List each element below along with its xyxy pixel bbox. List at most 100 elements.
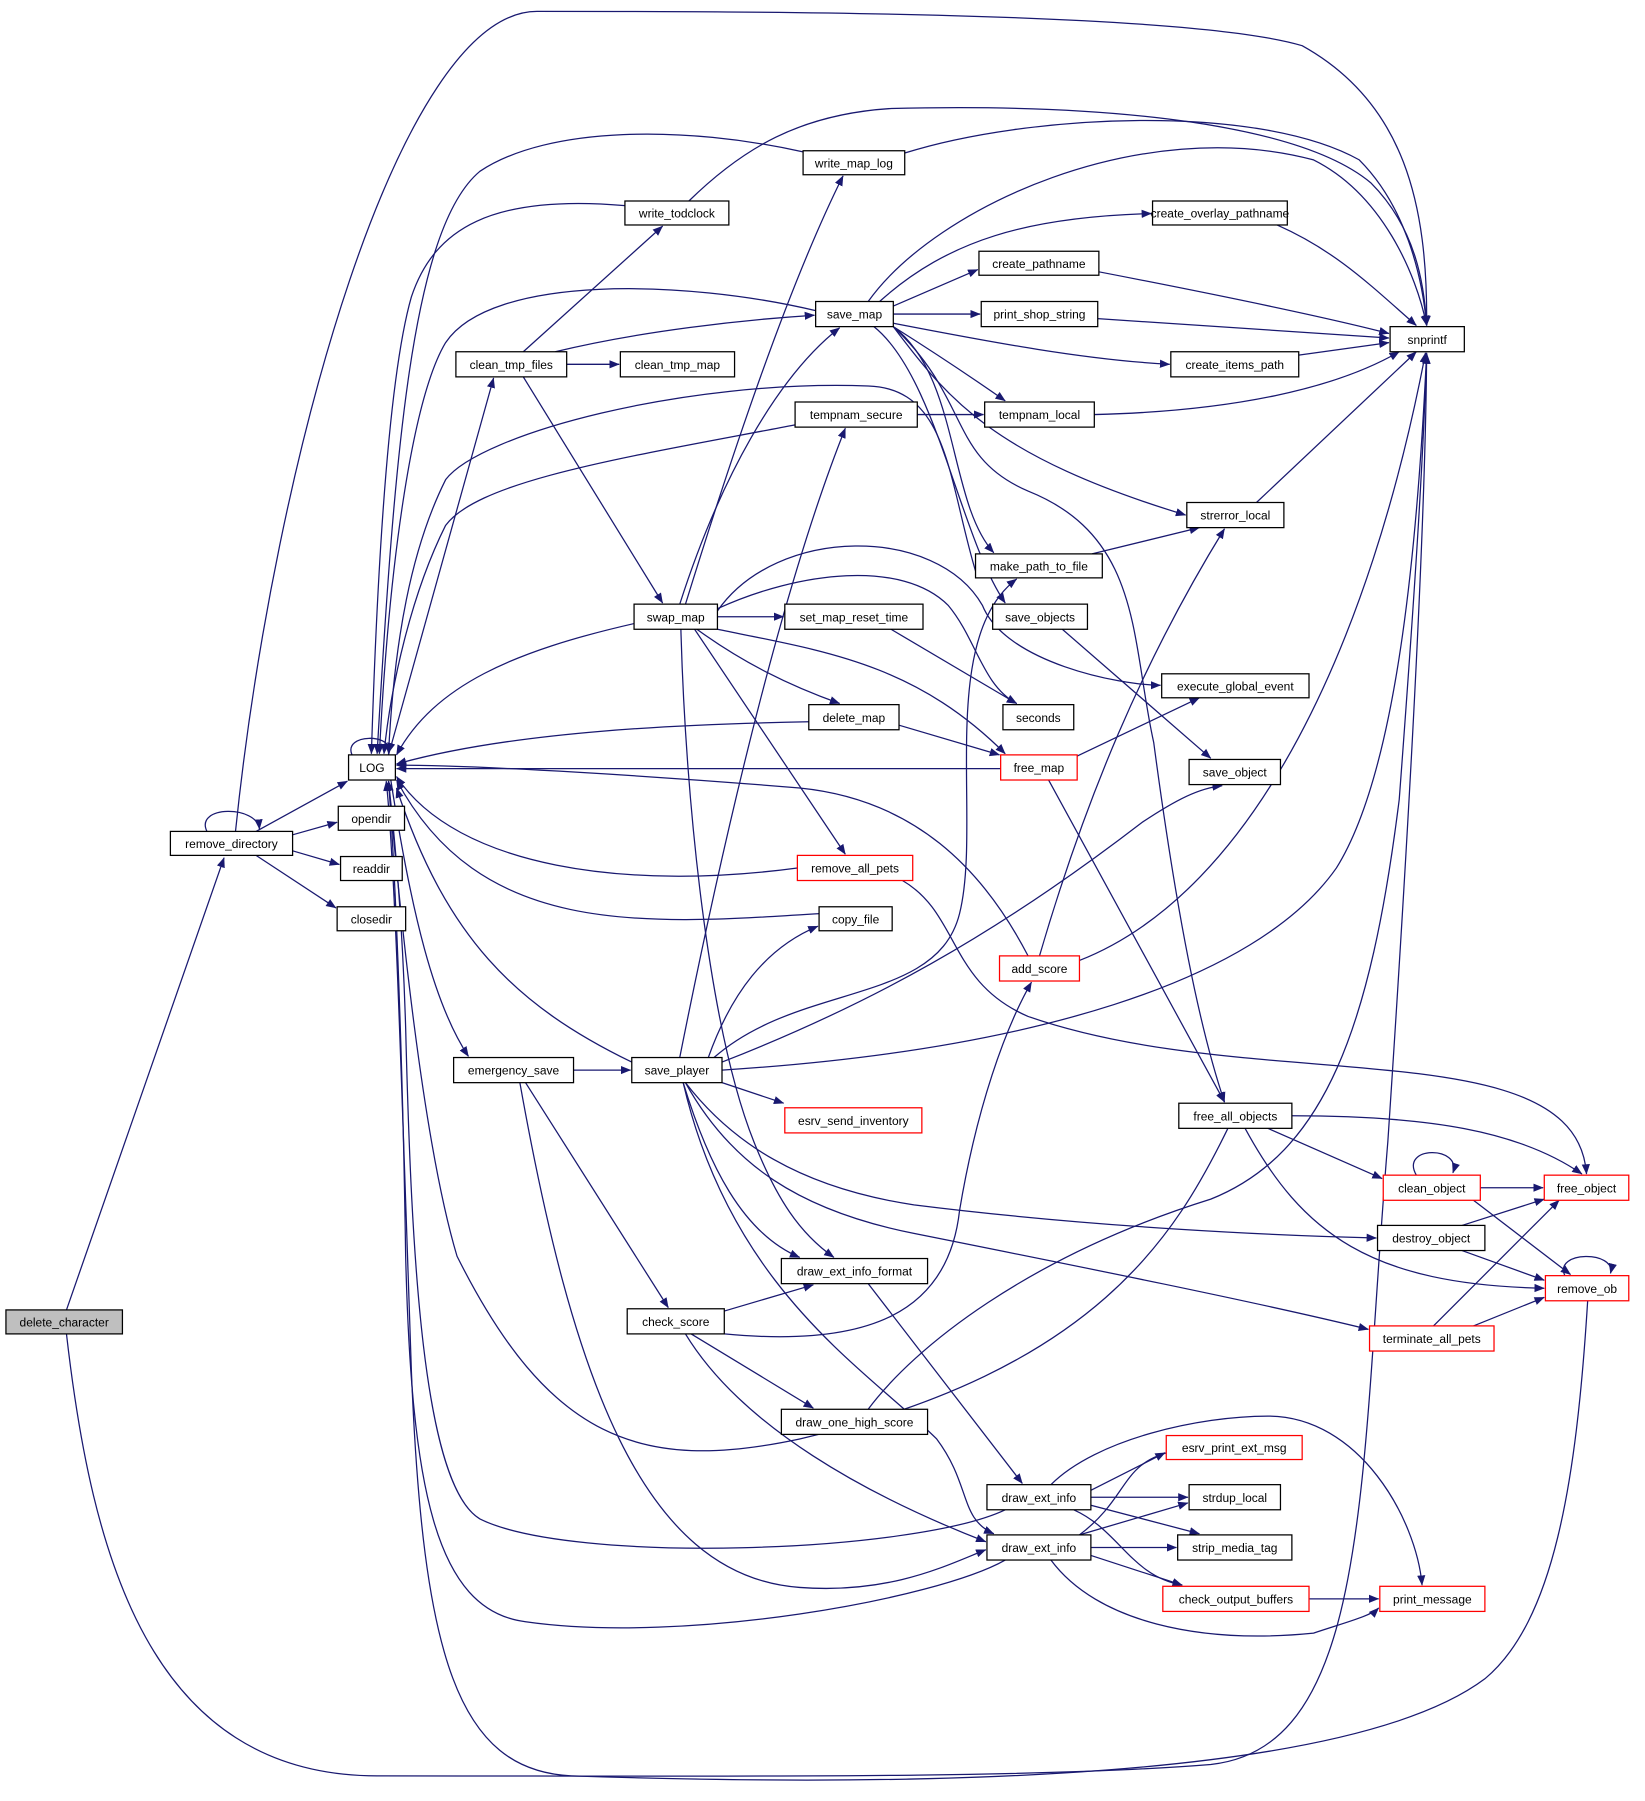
node-label: remove_ob bbox=[1557, 1282, 1617, 1296]
edge-draw-ext-info-a-to-strip-media-tag bbox=[1090, 1504, 1200, 1536]
node-esrv-send-inventory[interactable]: esrv_send_inventory bbox=[784, 1107, 923, 1134]
node-esrv-print-ext-msg[interactable]: esrv_print_ext_msg bbox=[1165, 1434, 1303, 1461]
node-save-player[interactable]: save_player bbox=[631, 1056, 723, 1084]
node-box bbox=[631, 1056, 723, 1084]
node-draw-ext-info-b[interactable]: draw_ext_info bbox=[986, 1534, 1092, 1561]
node-write-map-log[interactable]: write_map_log bbox=[802, 150, 906, 176]
node-strdup-local[interactable]: strdup_local bbox=[1188, 1484, 1282, 1511]
edge-clean-tmp-files-to-swap-map bbox=[522, 376, 664, 604]
node-box bbox=[624, 200, 730, 226]
node-label: add_score bbox=[1012, 962, 1068, 976]
edge-remove-ob-to-remove-ob bbox=[1562, 1255, 1617, 1276]
edge-check-score-to-draw-one-high-score bbox=[690, 1333, 814, 1409]
node-delete-map[interactable]: delete_map bbox=[808, 704, 900, 731]
node-strip-media-tag[interactable]: strip_media_tag bbox=[1177, 1534, 1293, 1561]
node-label: strerror_local bbox=[1200, 509, 1270, 523]
edge-add-score-to-LOG bbox=[396, 761, 1029, 957]
node-label: copy_file bbox=[832, 912, 880, 926]
node-copy-file[interactable]: copy_file bbox=[818, 906, 893, 932]
node-create-items-path[interactable]: create_items_path bbox=[1170, 351, 1300, 378]
edge-save-map-to-create-pathname bbox=[893, 268, 979, 307]
node-box bbox=[1186, 501, 1285, 529]
node-execute-global-event[interactable]: execute_global_event bbox=[1161, 673, 1310, 699]
edge-remove-directory-to-readdir bbox=[292, 850, 340, 866]
node-label: draw_ext_info bbox=[1002, 1541, 1077, 1555]
node-label: clean_tmp_files bbox=[470, 358, 553, 372]
node-create-overlay-pathname[interactable]: create_overlay_pathname bbox=[1151, 200, 1290, 226]
node-add-score[interactable]: add_score bbox=[998, 955, 1081, 982]
node-clean-tmp-map[interactable]: clean_tmp_map bbox=[619, 351, 736, 378]
edge-terminate-all-pets-to-remove-ob bbox=[1473, 1296, 1545, 1327]
node-save-object[interactable]: save_object bbox=[1188, 758, 1282, 786]
node-swap-map[interactable]: swap_map bbox=[633, 603, 719, 630]
node-tempnam-secure[interactable]: tempnam_secure bbox=[794, 401, 918, 428]
node-box bbox=[784, 1107, 923, 1134]
node-remove-all-pets[interactable]: remove_all_pets bbox=[796, 854, 914, 882]
node-remove-directory[interactable]: remove_directory bbox=[169, 830, 294, 857]
edge-save-player-to-save-object bbox=[721, 782, 1223, 1063]
node-label: readdir bbox=[353, 862, 390, 876]
node-tempnam-local[interactable]: tempnam_local bbox=[984, 401, 1095, 428]
node-draw-one-high-score[interactable]: draw_one_high_score bbox=[780, 1408, 929, 1436]
edge-draw-ext-info-b-to-check-output-buffers bbox=[1090, 1554, 1183, 1587]
node-label: write_todclock bbox=[638, 207, 716, 221]
node-terminate-all-pets[interactable]: terminate_all_pets bbox=[1368, 1325, 1495, 1352]
node-box bbox=[780, 1408, 929, 1436]
node-free-object[interactable]: free_object bbox=[1543, 1174, 1630, 1201]
node-set-map-reset-time[interactable]: set_map_reset_time bbox=[784, 603, 924, 630]
node-seconds[interactable]: seconds bbox=[1002, 704, 1075, 731]
node-box bbox=[998, 955, 1081, 982]
node-label: draw_one_high_score bbox=[796, 1415, 914, 1429]
node-destroy-object[interactable]: destroy_object bbox=[1376, 1224, 1486, 1252]
node-label: esrv_print_ext_msg bbox=[1182, 1441, 1287, 1455]
edge-create-pathname-to-snprintf bbox=[1098, 271, 1390, 336]
node-label: draw_ext_info bbox=[1002, 1491, 1077, 1505]
node-make-path-to-file[interactable]: make_path_to_file bbox=[974, 553, 1103, 579]
edge-check-score-to-draw-ext-info-format bbox=[724, 1283, 814, 1312]
node-strerror-local[interactable]: strerror_local bbox=[1186, 501, 1285, 529]
node-check-score[interactable]: check_score bbox=[626, 1308, 725, 1335]
node-delete-character[interactable]: delete_character bbox=[5, 1309, 124, 1335]
edge-free-all-objects-to-remove-ob bbox=[1244, 1128, 1545, 1293]
node-check-output-buffers[interactable]: check_output_buffers bbox=[1162, 1585, 1310, 1613]
node-readdir[interactable]: readdir bbox=[339, 855, 403, 882]
node-box bbox=[802, 150, 906, 176]
node-clean-object[interactable]: clean_object bbox=[1382, 1174, 1481, 1201]
node-closedir[interactable]: closedir bbox=[336, 906, 407, 932]
node-write-todclock[interactable]: write_todclock bbox=[624, 200, 730, 226]
node-save-objects[interactable]: save_objects bbox=[992, 603, 1089, 630]
node-label: draw_ext_info_format bbox=[797, 1265, 913, 1279]
edge-save-player-to-snprintf bbox=[721, 352, 1431, 1071]
node-free-all-objects[interactable]: free_all_objects bbox=[1178, 1102, 1293, 1129]
node-draw-ext-info-format[interactable]: draw_ext_info_format bbox=[780, 1257, 929, 1285]
node-LOG[interactable]: LOG bbox=[347, 754, 397, 781]
node-create-pathname[interactable]: create_pathname bbox=[978, 250, 1100, 276]
node-box bbox=[1162, 1585, 1310, 1613]
edges-layer bbox=[65, 10, 1617, 1781]
node-box bbox=[780, 1257, 929, 1285]
edge-write-todclock-to-LOG bbox=[367, 202, 625, 755]
node-label: create_items_path bbox=[1185, 358, 1284, 372]
edge-swap-map-to-seconds bbox=[717, 574, 1018, 705]
edge-save-player-to-make-path-to-file bbox=[713, 578, 1018, 1059]
node-label: closedir bbox=[351, 912, 392, 926]
edge-save-player-to-tempnam-secure bbox=[679, 427, 846, 1058]
node-print-shop-string[interactable]: print_shop_string bbox=[980, 300, 1099, 328]
edge-delete-character-to-snprintf bbox=[65, 353, 1431, 1777]
edge-delete-map-to-free-map bbox=[898, 724, 1001, 757]
node-free-map[interactable]: free_map bbox=[1000, 754, 1078, 781]
node-box bbox=[619, 351, 736, 378]
node-print-message[interactable]: print_message bbox=[1379, 1585, 1486, 1613]
node-opendir[interactable]: opendir bbox=[337, 805, 406, 831]
node-draw-ext-info-a[interactable]: draw_ext_info bbox=[986, 1484, 1092, 1511]
node-remove-ob[interactable]: remove_ob bbox=[1544, 1275, 1630, 1302]
node-snprintf[interactable]: snprintf bbox=[1389, 325, 1465, 353]
node-save-map[interactable]: save_map bbox=[815, 300, 894, 328]
node-label: delete_map bbox=[823, 711, 886, 725]
node-emergency-save[interactable]: emergency_save bbox=[452, 1056, 575, 1084]
node-clean-tmp-files[interactable]: clean_tmp_files bbox=[455, 351, 568, 378]
node-box bbox=[1002, 704, 1075, 731]
edge-remove-directory-to-closedir bbox=[255, 854, 337, 909]
node-box bbox=[337, 805, 406, 831]
edge-swap-map-to-execute-global-event bbox=[716, 545, 1162, 690]
